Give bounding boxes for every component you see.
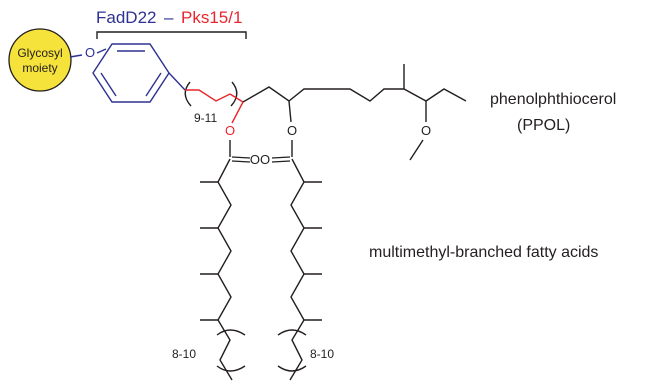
benzene-ring bbox=[92, 43, 170, 103]
chain-red-segment bbox=[185, 89, 231, 102]
ppol-backbone bbox=[242, 86, 467, 103]
chain-bracket-left bbox=[184, 81, 192, 107]
glycosyl-o-bond bbox=[69, 54, 83, 58]
right-acid-methyls bbox=[304, 181, 322, 321]
enzyme-fadd22: FadD22 bbox=[96, 8, 156, 27]
carbonyl-oxygens: OO bbox=[250, 152, 270, 167]
left-ester-oxygen: O bbox=[225, 123, 235, 138]
glycosyl-label-line2: moiety bbox=[22, 61, 57, 75]
left-acid-repeat-count: 8-10 bbox=[172, 347, 196, 361]
right-acid-chain bbox=[290, 158, 305, 321]
right-acid-repeat-bracket-top bbox=[277, 329, 307, 336]
right-acid-repeat-count: 8-10 bbox=[310, 347, 334, 361]
chain-bracket-right bbox=[230, 81, 238, 107]
chain-repeat-count: 9-11 bbox=[194, 111, 217, 125]
fatty-acids-label: multimethyl-branched fatty acids bbox=[369, 244, 598, 261]
header-bracket bbox=[96, 31, 247, 39]
ring-chain-bond bbox=[168, 72, 186, 91]
chain-to-ch-red bbox=[229, 93, 244, 103]
enzyme-dash: – bbox=[164, 8, 174, 27]
methoxy-oxygen: O bbox=[421, 123, 431, 138]
enzyme-pks15-1: Pks15/1 bbox=[181, 8, 242, 27]
left-ester-bond-red bbox=[231, 101, 244, 124]
phenol-oxygen: O bbox=[85, 45, 95, 60]
ppol-name-label: phenolphthiocerol bbox=[490, 91, 616, 108]
ppol-abbrev-label: (PPOL) bbox=[517, 117, 570, 134]
right-carbonyl-double-bond bbox=[271, 156, 291, 163]
right-acid-repeat-bracket-bottom bbox=[277, 365, 307, 372]
left-carbonyl-double-bond bbox=[231, 156, 251, 163]
left-acid-repeat-bracket-top bbox=[216, 329, 246, 336]
left-acid-repeat-bracket-bottom bbox=[216, 365, 246, 372]
left-acid-chain bbox=[217, 158, 232, 321]
glycosyl-circle bbox=[8, 28, 72, 92]
benzene-inner-bonds bbox=[100, 50, 162, 97]
glycosyl-label-line1: Glycosyl bbox=[17, 46, 62, 60]
right-ester-bond bbox=[288, 100, 292, 123]
left-acid-methyls bbox=[200, 181, 218, 321]
right-ester-oxygen: O bbox=[287, 123, 297, 138]
o-ring-bond bbox=[96, 48, 107, 54]
methoxy-methyl-bond bbox=[409, 139, 424, 161]
